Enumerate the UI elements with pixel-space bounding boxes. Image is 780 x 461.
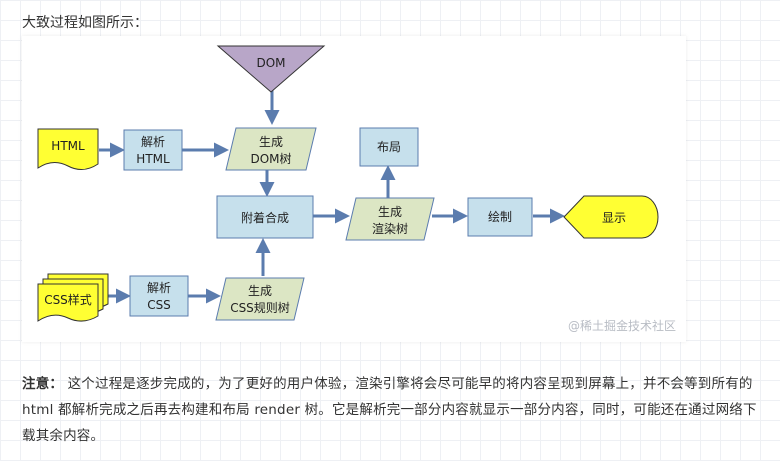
- css-rule-tree-node: 生成 CSS规则树: [215, 277, 305, 321]
- paint-node: 绘制: [467, 197, 533, 237]
- note-paragraph: 注意： 这个过程是逐步完成的，为了更好的用户体验，渲染引擎将会尽可能早的将内容呈…: [22, 371, 762, 449]
- render-tree-node: 生成 渲染树: [345, 197, 435, 241]
- css-document-node: CSS样式: [37, 273, 109, 322]
- render-tree-line2: 渲染树: [372, 221, 408, 236]
- paint-label: 绘制: [488, 209, 512, 224]
- parse-css-node: 解析 CSS: [129, 275, 189, 317]
- note-text: 这个过程是逐步完成的，为了更好的用户体验，渲染引擎将会尽可能早的将内容呈现到屏幕…: [22, 376, 757, 444]
- layout-node: 布局: [359, 127, 419, 167]
- dom-tree-line2: DOM树: [250, 151, 291, 166]
- css-tree-line2: CSS规则树: [230, 300, 290, 315]
- parse-html-line1: 解析: [141, 135, 165, 149]
- intro-text: 大致过程如图所示：: [22, 15, 148, 31]
- dom-tree-line1: 生成: [259, 135, 283, 149]
- flow-arrows: [99, 90, 565, 304]
- dom-label: DOM: [256, 56, 285, 70]
- dom-tree-node: 生成 DOM树: [225, 127, 317, 171]
- rendering-flow-diagram: DOM HTML 解析 HTML 生成 DOM树 附着合成 布局: [22, 36, 686, 342]
- render-tree-line1: 生成: [378, 205, 402, 219]
- html-document-node: HTML: [37, 128, 99, 170]
- note-label: 注意：: [22, 376, 64, 392]
- layout-label: 布局: [377, 140, 401, 154]
- attach-node: 附着合成: [216, 195, 314, 239]
- display-label: 显示: [602, 211, 626, 225]
- parse-html-line2: HTML: [136, 152, 170, 166]
- css-doc-label: CSS样式: [44, 292, 92, 307]
- parse-html-node: 解析 HTML: [123, 129, 183, 171]
- css-tree-line1: 生成: [248, 284, 272, 298]
- dom-node: DOM: [216, 45, 326, 93]
- parse-css-line2: CSS: [147, 298, 171, 312]
- html-doc-label: HTML: [51, 139, 85, 153]
- parse-css-line1: 解析: [147, 281, 171, 295]
- attach-label: 附着合成: [241, 210, 289, 225]
- display-node: 显示: [563, 195, 659, 239]
- watermark: @稀土掘金技术社区: [568, 318, 676, 333]
